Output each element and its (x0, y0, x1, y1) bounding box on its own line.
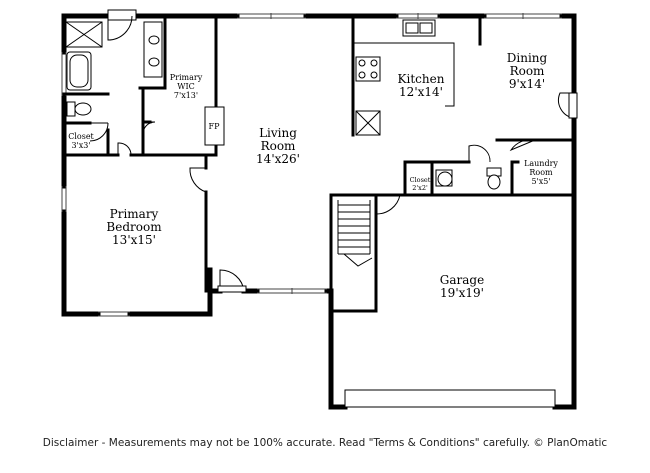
garage-label: Garage (440, 273, 484, 287)
primary-bedroom-size: 13'x15' (112, 233, 156, 247)
kitchen-label: Kitchen (398, 72, 445, 86)
laundry-room-size: 5'x5' (531, 177, 550, 186)
closet-small-size: 2'x2' (412, 184, 428, 192)
dining-room-label-2: Room (510, 64, 545, 78)
primary-wic-label: Primary (170, 73, 203, 82)
primary-wic-label-2: WIC (177, 82, 195, 91)
interior-walls (62, 14, 576, 313)
primary-bedroom-label: Primary (110, 207, 159, 221)
living-room-label-2: Room (261, 139, 296, 153)
garage-size: 19'x19' (440, 286, 484, 300)
closet-primary-label: Closet (68, 132, 94, 141)
living-room-size: 14'x26' (256, 152, 300, 166)
room-labels: Dining Room 9'x14' Kitchen 12'x14' Livin… (68, 51, 558, 300)
kitchen-size: 12'x14' (399, 85, 443, 99)
laundry-room-label-2: Room (529, 168, 553, 177)
closet-small-label: Closet (410, 176, 431, 184)
garage-door (344, 389, 556, 408)
fixtures (65, 19, 502, 190)
laundry-room-label: Laundry (524, 159, 558, 168)
primary-wic-size: 7'x13' (174, 91, 198, 100)
primary-bedroom-label-2: Bedroom (106, 220, 162, 234)
dining-room-label: Dining (507, 51, 548, 65)
dining-room-size: 9'x14' (509, 77, 545, 91)
doors (89, 9, 578, 293)
windows (61, 13, 562, 317)
closet-primary-size: 3'x3' (71, 141, 90, 150)
living-room-label: Living (259, 126, 297, 140)
stairs (337, 200, 373, 267)
disclaimer-text: Disclaimer - Measurements may not be 100… (42, 437, 608, 449)
fireplace-label: FP (209, 122, 221, 131)
